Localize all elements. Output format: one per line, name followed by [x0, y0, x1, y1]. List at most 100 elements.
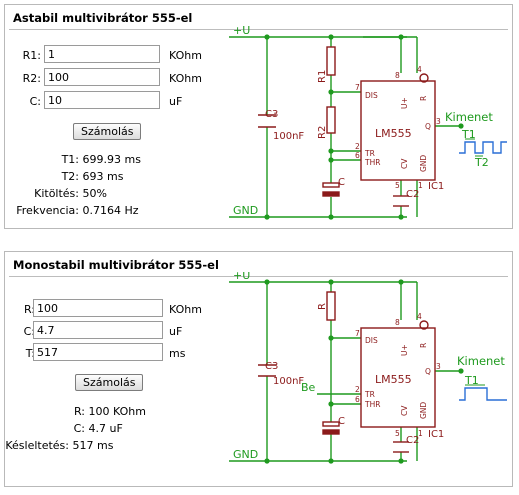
pin-1: 1: [418, 181, 423, 190]
result-t1-key: T1:: [61, 153, 79, 166]
calculate-button[interactable]: Számolás: [73, 123, 142, 140]
ic-ref-label: IC1: [428, 181, 444, 192]
pin-tr: TR: [364, 149, 375, 158]
monostable-panel: Monostabil multivibrátor 555-el R: KOhm …: [4, 251, 513, 487]
mono-pin-tr: TR: [364, 390, 375, 399]
monostable-schematic: +U GND Be Kimenet C3 100nF C C2 IC1 LM55…: [229, 272, 507, 464]
r2-label: R2:: [22, 72, 41, 85]
result-duty: Kitöltés: 50%: [15, 187, 107, 200]
pin-r: R: [419, 96, 428, 101]
mono-vcc-label: +U: [233, 272, 250, 282]
t1-marker: T1: [461, 128, 476, 141]
astable-schematic: +U GND Kimenet C3 100nF C C2 IC1 LM555 R…: [229, 25, 507, 220]
r1-label: R1:: [22, 49, 41, 62]
mono-pin-gnd: GND: [419, 402, 428, 419]
pin-q: Q: [425, 122, 431, 131]
ic-name-label: LM555: [375, 127, 412, 140]
c-cap-label: C: [338, 177, 345, 188]
mono-result-r-value: 100 KOhm: [88, 405, 146, 418]
astable-title: Astabil multivibrátor 555-el: [13, 11, 193, 25]
c3-label: C3: [265, 109, 278, 120]
pin-4: 4: [417, 65, 422, 74]
astable-panel: Astabil multivibrátor 555-el R1: KOhm R2…: [4, 4, 513, 229]
mono-gnd-label: GND: [233, 448, 258, 461]
result-t2-value: 693 ms: [82, 170, 124, 183]
pin-thr: THR: [364, 158, 380, 167]
r-label: R:: [23, 303, 35, 316]
pin-2: 2: [355, 142, 360, 151]
mono-ic-ref-label: IC1: [428, 429, 444, 440]
mono-t1-marker: T1: [464, 374, 479, 387]
mono-result-delay-value: 517 ms: [72, 439, 114, 452]
mono-pin-3: 3: [436, 362, 441, 371]
mono-result-c-value: 4.7 uF: [88, 422, 123, 435]
mono-pin-8: 8: [395, 318, 400, 327]
r-unit: KOhm: [169, 303, 202, 316]
mono-c3-value: 100nF: [273, 376, 304, 387]
mono-c-unit: uF: [169, 325, 183, 338]
pin-cv: CV: [400, 158, 409, 169]
mono-pin-dis: DIS: [365, 336, 378, 345]
pin-6: 6: [355, 151, 360, 160]
mono-result-c-key: C:: [73, 422, 85, 435]
mono-pin-5: 5: [395, 429, 400, 438]
vcc-label: +U: [233, 25, 250, 37]
mono-result-c: C: 4.7 uF: [15, 422, 123, 435]
t2-marker: T2: [474, 156, 489, 169]
result-t1-value: 699.93 ms: [82, 153, 141, 166]
mono-pin-cv: CV: [400, 405, 409, 416]
mono-result-delay-key: Késleltetés:: [5, 439, 69, 452]
c2-label: C2: [406, 189, 419, 200]
mono-pin-7: 7: [355, 329, 360, 338]
mono-pin-2: 2: [355, 385, 360, 394]
r2-input[interactable]: [44, 68, 160, 86]
mono-c3-label: C3: [265, 361, 278, 372]
mono-pin-6: 6: [355, 395, 360, 404]
mono-c-label: C:: [23, 325, 35, 338]
pin-dis: DIS: [365, 91, 378, 100]
pin-7: 7: [355, 83, 360, 92]
r-input[interactable]: [33, 299, 163, 317]
input-label: Be: [301, 381, 316, 394]
mono-pin-1: 1: [418, 429, 423, 438]
result-frequency: Frekvencia: 0.7164 Hz: [15, 204, 139, 217]
result-frequency-value: 0.7164 Hz: [82, 204, 139, 217]
pin-gnd: GND: [419, 155, 428, 172]
gnd-label: GND: [233, 204, 258, 217]
r-component-label: R: [317, 303, 328, 310]
t-label: T:: [25, 347, 35, 360]
result-t2-key: T2:: [61, 170, 79, 183]
mono-pin-r: R: [419, 343, 428, 348]
c-label: C:: [29, 95, 41, 108]
mono-c-cap-label: C: [338, 416, 345, 427]
r1-input[interactable]: [44, 45, 160, 63]
result-t1: T1: 699.93 ms: [15, 153, 141, 166]
r1-unit: KOhm: [169, 49, 202, 62]
monostable-title: Monostabil multivibrátor 555-el: [13, 258, 219, 272]
monostable-divider: [9, 276, 508, 277]
c-unit: uF: [169, 95, 183, 108]
c3-value: 100nF: [273, 131, 304, 142]
t-unit: ms: [169, 347, 186, 360]
mono-c2-label: C2: [406, 435, 419, 446]
result-duty-key: Kitöltés:: [34, 187, 79, 200]
result-frequency-key: Frekvencia:: [16, 204, 79, 217]
mono-pin-4: 4: [417, 312, 422, 321]
mono-output-label: Kimenet: [457, 354, 505, 368]
result-duty-value: 50%: [82, 187, 107, 200]
mono-c-input[interactable]: [33, 321, 163, 339]
t-input[interactable]: [33, 343, 163, 361]
pin-vplus: U+: [400, 97, 409, 109]
pin-3: 3: [436, 117, 441, 126]
mono-result-r-key: R:: [73, 405, 85, 418]
mono-result-delay: Késleltetés: 517 ms: [0, 439, 113, 452]
mono-pin-thr: THR: [364, 400, 380, 409]
pin-5: 5: [395, 181, 400, 190]
output-label: Kimenet: [445, 110, 493, 124]
pin-8: 8: [395, 71, 400, 80]
mono-pin-q: Q: [425, 367, 431, 376]
c-input[interactable]: [44, 91, 160, 109]
mono-calculate-button[interactable]: Számolás: [75, 374, 144, 391]
r2-unit: KOhm: [169, 72, 202, 85]
mono-result-r: R: 100 KOhm: [15, 405, 146, 418]
